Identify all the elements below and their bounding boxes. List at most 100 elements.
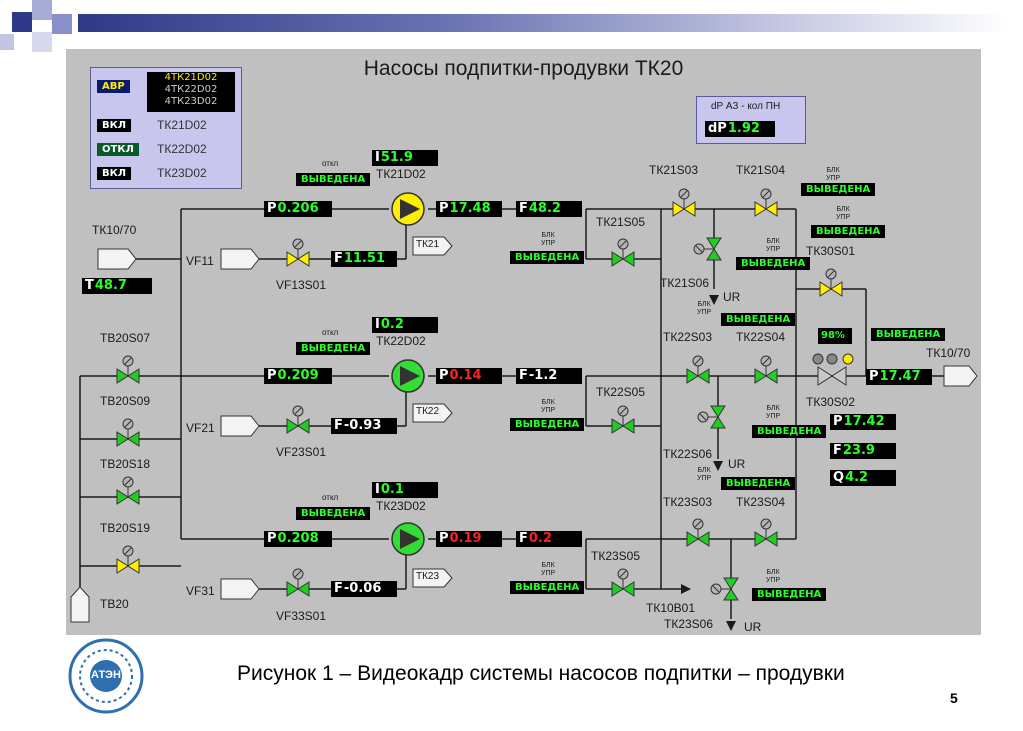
pump23-current: I0.1 — [372, 482, 438, 498]
pump22-inlet-pressure: P0.209 — [264, 368, 332, 384]
vyvedena-tag[interactable]: ВЫВЕДЕНА — [752, 425, 827, 438]
avr-list: 4ТК21D02 4ТК22D02 4ТК23D02 — [147, 72, 235, 112]
page-number: 5 — [950, 690, 958, 706]
tk22-label: ТК22 — [416, 406, 440, 417]
tk23d02-label: ТК23D02 — [376, 499, 426, 513]
pump22-outlet-pressure: P0.14 — [436, 368, 502, 384]
tk10-inlet-label: ТК10/70 — [92, 223, 137, 237]
vyvedena-tag[interactable]: ВЫВЕДЕНА — [510, 418, 585, 431]
corner-square-4 — [32, 32, 52, 52]
pump23-inlet-pressure: P0.208 — [264, 531, 332, 547]
aten-logo: АТЭН — [68, 638, 144, 714]
pump23-outlet-pressure: P0.19 — [436, 531, 502, 547]
vyvedena-tag[interactable]: ВЫВЕДЕНА — [721, 477, 796, 490]
slide-header-bar — [78, 14, 1010, 32]
vf31-label: VF31 — [186, 584, 215, 598]
tk10-outlet-label: ТК10/70 — [926, 346, 971, 360]
ur-label: UR — [723, 290, 741, 304]
vyvedena-tag[interactable]: ВЫВЕДЕНА — [801, 183, 876, 196]
final-pressure: P17.42 — [830, 414, 896, 430]
vyvedena-tag[interactable]: ВЫВЕДЕНА — [752, 588, 827, 601]
dp-alarm-title: dP АЗ - кол ПН — [711, 101, 781, 112]
dp-alarm-value: dP1.92 — [705, 121, 775, 137]
tb20s07-label: ТВ20S07 — [100, 331, 151, 345]
otkl-label: откл — [322, 159, 339, 168]
corner-square-2 — [32, 0, 52, 20]
vyvedena-tag[interactable]: ВЫВЕДЕНА — [721, 313, 796, 326]
pump21-outlet-pressure: P17.48 — [436, 201, 502, 217]
tk10-temperature: Т48.7 — [82, 278, 152, 294]
vf23s01-label: VF23S01 — [276, 445, 327, 459]
tk10b01-label: ТК10В01 — [646, 601, 696, 615]
pump22-current: I0.2 — [372, 317, 438, 333]
pump-state-tag[interactable]: ВКЛ — [97, 167, 132, 180]
avr-item: 4ТК22D02 — [164, 84, 218, 95]
pump21-current: I51.9 — [372, 150, 438, 166]
tk22s06-label: ТК22S06 — [663, 447, 713, 461]
tk22s03-label: ТК22S03 — [663, 330, 713, 344]
final-flow: F23.9 — [830, 443, 896, 459]
pump-name: ТК23D02 — [157, 166, 207, 180]
tk23s06-label: ТК23S06 — [664, 617, 714, 631]
vf21-label: VF21 — [186, 421, 215, 435]
tk23-label: ТК23 — [416, 571, 440, 582]
tk30s01-label: ТК30S01 — [806, 244, 856, 258]
vyvedena-tag[interactable]: ВЫВЕДЕНА — [296, 507, 371, 520]
pump-name: ТК22D02 — [157, 142, 207, 156]
tk21s04-label: ТК21S04 — [736, 163, 786, 177]
dp-alarm-box: dP АЗ - кол ПН dP1.92 — [696, 96, 806, 144]
corner-square-3 — [52, 14, 72, 34]
vyvedena-tag[interactable]: ВЫВЕДЕНА — [296, 342, 371, 355]
mimic-panel: Насосы подпитки-продувки ТК20 АВР 4ТК21D… — [66, 49, 981, 635]
tk22s04-label: ТК22S04 — [736, 330, 786, 344]
pump23-recirc-flow: F-0.06 — [331, 581, 397, 597]
ur-label: UR — [744, 620, 762, 634]
tk21s05-label: ТК21S05 — [596, 215, 646, 229]
corner-square-1 — [12, 12, 32, 32]
pump22-outlet-flow: F-1.2 — [516, 368, 582, 384]
tb20s18-label: ТВ20S18 — [100, 457, 151, 471]
tk30s02-label: ТК30S02 — [806, 395, 856, 409]
tk22s05-label: ТК22S05 — [596, 385, 646, 399]
vyvedena-tag[interactable]: ВЫВЕДЕНА — [510, 251, 585, 264]
tk22d02-label: ТК22D02 — [376, 334, 426, 348]
tk21d02-label: ТК21D02 — [376, 167, 426, 181]
avr-item: 4ТК23D02 — [164, 96, 218, 107]
ur-label: UR — [728, 457, 746, 471]
vf11-label: VF11 — [186, 254, 214, 268]
corner-square-5 — [0, 34, 14, 50]
pump23-outlet-flow: F0.2 — [516, 531, 582, 547]
final-q: Q4.2 — [830, 470, 896, 486]
pump21-outlet-flow: F48.2 — [516, 201, 582, 217]
vyvedena-tag[interactable]: ВЫВЕДЕНА — [510, 581, 585, 594]
tb20-label: ТВ20 — [100, 597, 129, 611]
otkl-label: откл — [322, 328, 339, 337]
pump21-recirc-flow: F11.51 — [331, 251, 397, 267]
panel-title: Насосы подпитки-продувки ТК20 — [363, 57, 684, 80]
tk21-label: ТК21 — [416, 239, 440, 250]
vyvedena-tag[interactable]: ВЫВЕДЕНА — [871, 328, 946, 341]
vyvedena-tag[interactable]: ВЫВЕДЕНА — [736, 257, 811, 270]
tk10-outlet-pressure: P17.47 — [866, 369, 932, 385]
tk30s02-opening: 98% — [818, 328, 852, 344]
avr-tag[interactable]: АВР — [97, 80, 130, 93]
tk21s06-label: ТК21S06 — [660, 276, 710, 290]
vyvedena-tag[interactable]: ВЫВЕДЕНА — [296, 173, 371, 186]
tk21s03-label: ТК21S03 — [649, 163, 699, 177]
vyvedena-tag[interactable]: ВЫВЕДЕНА — [811, 225, 886, 238]
pump22-recirc-flow: F-0.93 — [331, 418, 397, 434]
tb20s19-label: ТВ20S19 — [100, 521, 151, 535]
pump-state-tag[interactable]: ВКЛ — [97, 119, 132, 132]
tk23s03-label: ТК23S03 — [663, 495, 713, 509]
pump-state-tag[interactable]: ОТКЛ — [97, 143, 139, 156]
